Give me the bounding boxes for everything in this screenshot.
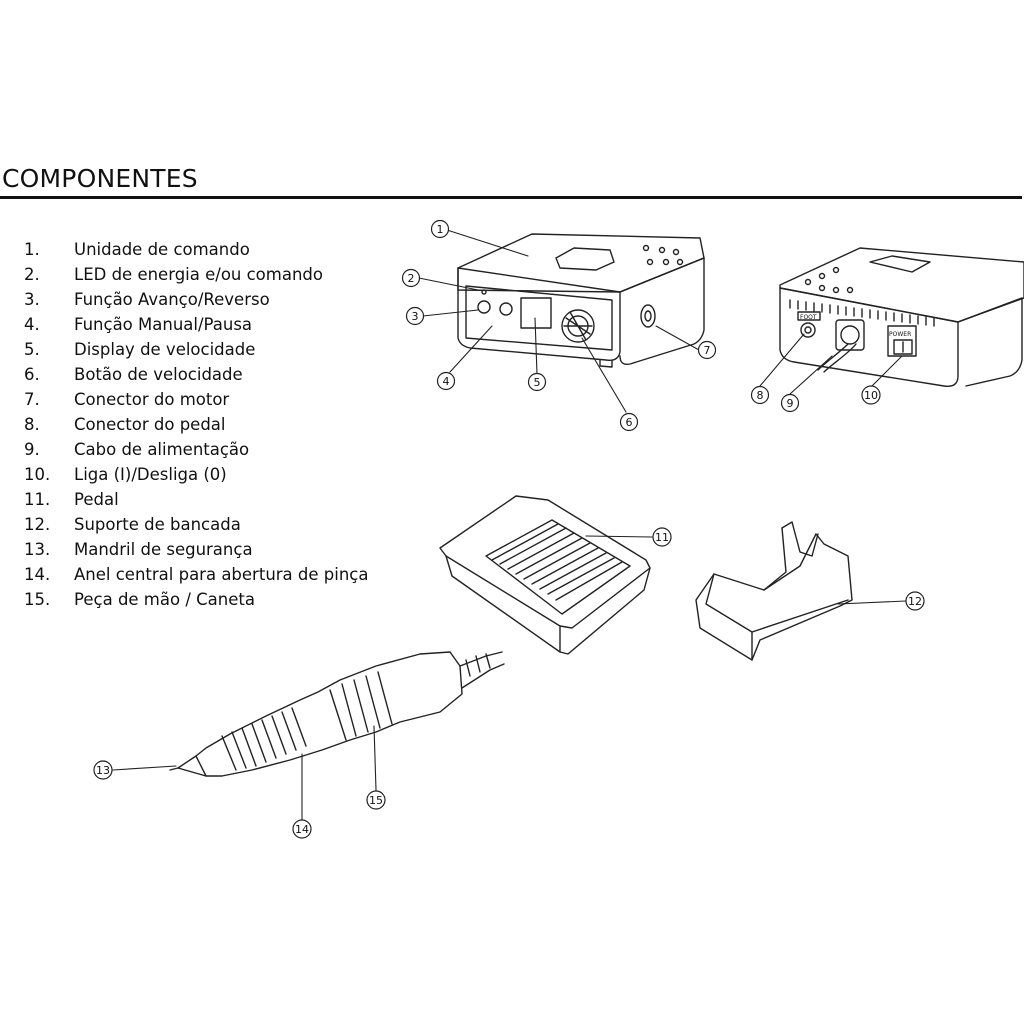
callout-number: 15 xyxy=(369,794,383,807)
list-item: 3. Função Avanço/Reverso xyxy=(24,287,368,312)
callout-marker: 9 xyxy=(780,393,800,413)
callout-marker: 7 xyxy=(697,340,717,360)
callout-marker: 14 xyxy=(292,819,312,839)
item-label: Unidade de comando xyxy=(74,240,250,259)
item-number: 3. xyxy=(24,290,40,309)
list-item: 9. Cabo de alimentação xyxy=(24,437,368,462)
leader-lines xyxy=(112,229,907,821)
callout-marker: 15 xyxy=(366,790,386,810)
list-item: 1. Unidade de comando xyxy=(24,237,368,262)
bench-support xyxy=(695,521,853,661)
section-title: COMPONENTES xyxy=(2,164,198,193)
callout-number: 5 xyxy=(534,376,541,389)
device-text-labels: FOOT POWER xyxy=(800,314,911,338)
title-divider xyxy=(0,196,1022,199)
item-number: 7. xyxy=(24,390,40,409)
item-label: Conector do pedal xyxy=(74,415,226,434)
item-label: Liga (I)/Desliga (0) xyxy=(74,465,227,484)
callout-number: 6 xyxy=(626,416,633,429)
callout-marker: 6 xyxy=(619,412,639,432)
item-number: 11. xyxy=(24,490,51,509)
callout-number: 9 xyxy=(787,397,794,410)
callout-marker: 10 xyxy=(861,385,881,405)
callout-number: 3 xyxy=(412,310,419,323)
list-item: 15. Peça de mão / Caneta xyxy=(24,587,368,612)
item-number: 9. xyxy=(24,440,40,459)
list-item: 5. Display de velocidade xyxy=(24,337,368,362)
power-label: POWER xyxy=(889,331,911,338)
item-label: Mandril de segurança xyxy=(74,540,253,559)
handpiece xyxy=(169,651,505,777)
list-item: 4. Função Manual/Pausa xyxy=(24,312,368,337)
control-unit-rear xyxy=(779,247,1024,387)
item-number: 8. xyxy=(24,415,40,434)
list-item: 7. Conector do motor xyxy=(24,387,368,412)
list-item: 10. Liga (I)/Desliga (0) xyxy=(24,462,368,487)
callout-number: 11 xyxy=(655,531,669,544)
callouts: 1 2 3 4 5 6 7 8 9 10 11 12 13 14 15 xyxy=(93,219,925,839)
callout-number: 12 xyxy=(908,595,922,608)
item-label: Pedal xyxy=(74,490,119,509)
list-item: 11. Pedal xyxy=(24,487,368,512)
item-number: 12. xyxy=(24,515,51,534)
list-item: 8. Conector do pedal xyxy=(24,412,368,437)
list-item: 6. Botão de velocidade xyxy=(24,362,368,387)
callout-number: 2 xyxy=(408,272,415,285)
callout-number: 13 xyxy=(96,764,110,777)
item-number: 1. xyxy=(24,240,40,259)
item-number: 6. xyxy=(24,365,40,384)
item-number: 4. xyxy=(24,315,40,334)
item-label: Conector do motor xyxy=(74,390,230,409)
list-item: 12. Suporte de bancada xyxy=(24,512,368,537)
item-label: Função Avanço/Reverso xyxy=(74,290,270,309)
callout-marker: 2 xyxy=(401,268,421,288)
callout-marker: 11 xyxy=(652,527,672,547)
callout-marker: 4 xyxy=(436,371,456,391)
item-label: Cabo de alimentação xyxy=(74,440,250,459)
foot-label: FOOT xyxy=(800,314,817,321)
list-item: 14. Anel central para abertura de pinça xyxy=(24,562,368,587)
callout-number: 1 xyxy=(437,223,444,236)
item-number: 13. xyxy=(24,540,51,559)
control-unit-front xyxy=(457,233,705,368)
callout-marker: 1 xyxy=(430,219,450,239)
item-label: Display de velocidade xyxy=(74,340,256,359)
foot-pedal xyxy=(439,495,651,655)
item-number: 5. xyxy=(24,340,40,359)
item-number: 14. xyxy=(24,565,51,584)
list-item: 13. Mandril de segurança xyxy=(24,537,368,562)
callout-number: 4 xyxy=(443,375,450,388)
callout-number: 8 xyxy=(757,389,764,402)
item-label: Botão de velocidade xyxy=(74,365,243,384)
callout-marker: 5 xyxy=(527,372,547,392)
callout-marker: 12 xyxy=(905,591,925,611)
item-label: Função Manual/Pausa xyxy=(74,315,253,334)
callout-number: 7 xyxy=(704,344,711,357)
callout-marker: 8 xyxy=(750,385,770,405)
item-label: LED de energia e/ou comando xyxy=(74,265,323,284)
list-item: 2. LED de energia e/ou comando xyxy=(24,262,368,287)
item-label: Peça de mão / Caneta xyxy=(74,590,255,609)
item-label: Anel central para abertura de pinça xyxy=(74,565,369,584)
item-number: 2. xyxy=(24,265,40,284)
components-list: 1. Unidade de comando 2. LED de energia e/… xyxy=(24,237,368,612)
callout-number: 14 xyxy=(295,823,309,836)
item-number: 15. xyxy=(24,590,51,609)
callout-marker: 3 xyxy=(405,306,425,326)
item-number: 10. xyxy=(24,465,51,484)
item-label: Suporte de bancada xyxy=(74,515,241,534)
callout-marker: 13 xyxy=(93,760,113,780)
callout-number: 10 xyxy=(864,389,878,402)
